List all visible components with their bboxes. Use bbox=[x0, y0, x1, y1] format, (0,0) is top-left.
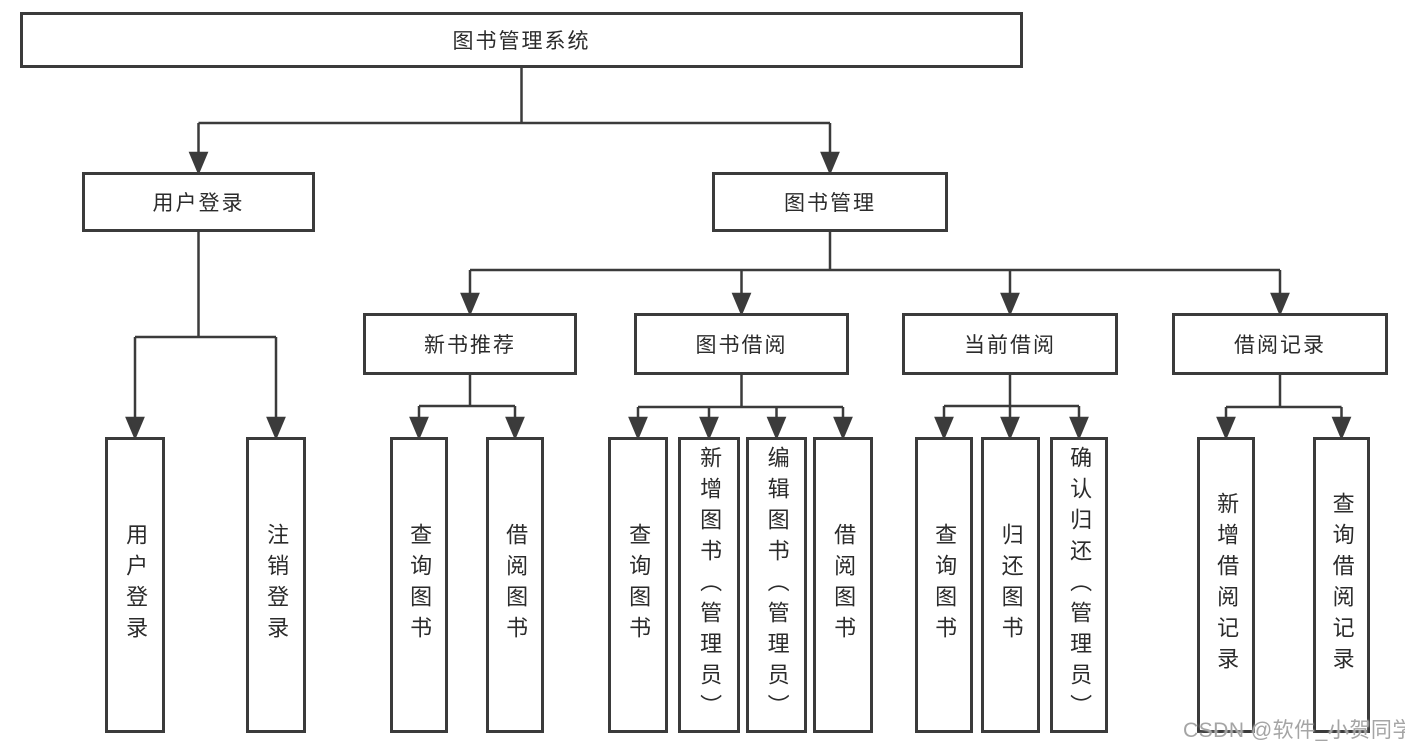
leaf-query-books-2: 查询图书 bbox=[608, 437, 668, 733]
node-label: 图书管理 bbox=[784, 192, 876, 215]
node-library-system: 图书管理系统 bbox=[20, 12, 1023, 68]
leaf-query-borrow-record: 查询借阅记录 bbox=[1313, 437, 1370, 733]
leaf-borrow-books-2: 借阅图书 bbox=[813, 437, 873, 733]
leaf-confirm-return-admin: 确认归还（管理员） bbox=[1050, 437, 1108, 733]
connector-borrowing-records bbox=[1216, 375, 1352, 441]
node-label: 图书管理系统 bbox=[452, 30, 591, 53]
node-current-borrowing: 当前借阅 bbox=[902, 313, 1118, 375]
node-label: 查询图书 bbox=[932, 523, 958, 647]
connector-book-borrowing bbox=[628, 375, 853, 441]
node-label: 新书推荐 bbox=[424, 334, 516, 357]
leaf-add-borrow-record: 新增借阅记录 bbox=[1197, 437, 1255, 733]
node-label: 用户登录 bbox=[152, 192, 245, 215]
node-label: 新增借阅记录 bbox=[1214, 492, 1240, 678]
node-book-borrowing: 图书借阅 bbox=[634, 313, 849, 375]
node-label: 当前借阅 bbox=[964, 334, 1056, 357]
node-book-management: 图书管理 bbox=[712, 172, 948, 232]
node-label: 借阅图书 bbox=[503, 523, 529, 647]
node-label: 查询图书 bbox=[407, 523, 433, 647]
node-label: 确认归还（管理员） bbox=[1067, 445, 1093, 725]
connector-new-book-recommend bbox=[409, 375, 525, 441]
node-user-login: 用户登录 bbox=[82, 172, 315, 232]
leaf-user-login: 用户登录 bbox=[105, 437, 165, 733]
node-label: 注销登录 bbox=[264, 523, 290, 647]
node-label: 借阅图书 bbox=[831, 523, 857, 647]
leaf-return-books: 归还图书 bbox=[981, 437, 1040, 733]
node-label: 新增图书（管理员） bbox=[697, 445, 723, 725]
leaf-edit-books-admin: 编辑图书（管理员） bbox=[746, 437, 807, 733]
connector-user-login bbox=[125, 232, 286, 441]
node-label: 查询图书 bbox=[626, 523, 652, 647]
leaf-query-books-1: 查询图书 bbox=[390, 437, 448, 733]
connector-root bbox=[188, 68, 840, 176]
connector-book-management bbox=[460, 232, 1290, 317]
leaf-query-books-3: 查询图书 bbox=[915, 437, 973, 733]
node-label: 编辑图书（管理员） bbox=[764, 445, 790, 725]
leaf-borrow-books-1: 借阅图书 bbox=[486, 437, 544, 733]
leaf-logout-login: 注销登录 bbox=[246, 437, 306, 733]
node-label: 借阅记录 bbox=[1234, 334, 1326, 357]
node-label: 归还图书 bbox=[998, 523, 1024, 647]
watermark: CSDN @软件_小贺同学 bbox=[1183, 719, 1405, 742]
node-label: 查询借阅记录 bbox=[1329, 492, 1355, 678]
node-label: 用户登录 bbox=[123, 523, 149, 647]
leaf-add-books-admin: 新增图书（管理员） bbox=[678, 437, 740, 733]
node-label: 图书借阅 bbox=[695, 334, 788, 357]
node-new-book-recommend: 新书推荐 bbox=[363, 313, 577, 375]
connector-current-borrowing bbox=[934, 375, 1089, 441]
node-borrowing-records: 借阅记录 bbox=[1172, 313, 1388, 375]
